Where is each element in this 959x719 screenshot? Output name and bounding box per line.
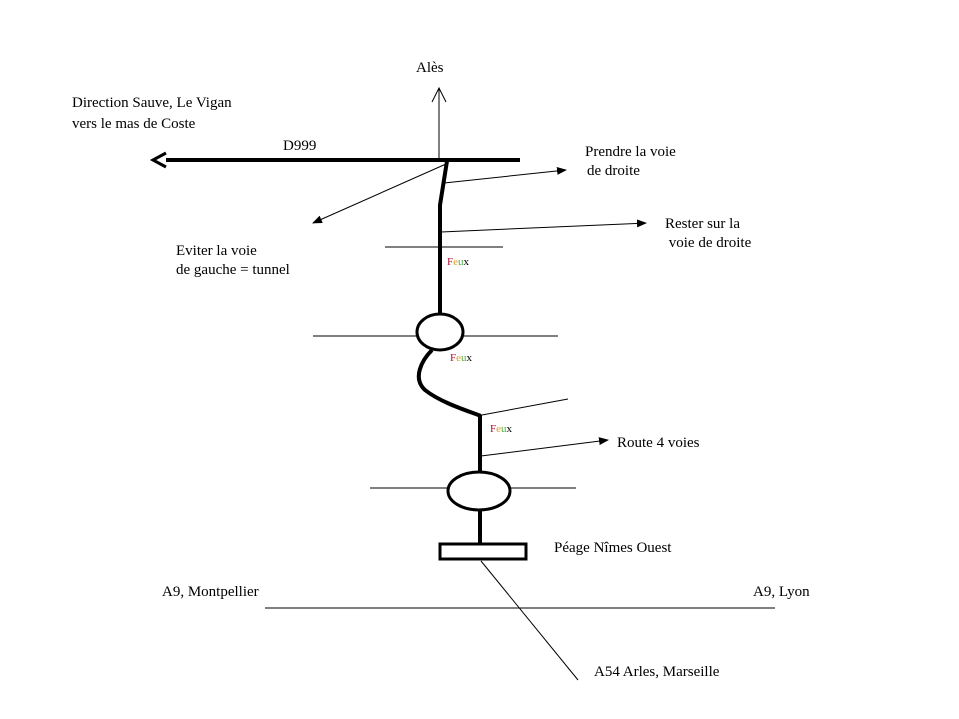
peage-box — [438, 542, 528, 561]
a54-road — [480, 560, 579, 681]
feux-label-3: Feux — [490, 423, 513, 435]
label-rester-2: voie de droite — [665, 235, 752, 251]
arrow-rester — [440, 219, 647, 233]
feux-x: x — [467, 352, 473, 364]
label-eviter-2: de gauche = tunnel — [176, 262, 290, 278]
label-prendre-1: Prendre la voie — [585, 144, 676, 160]
roundabout-2 — [446, 470, 512, 512]
feux-x: x — [464, 256, 470, 268]
feux-f: F — [450, 352, 456, 364]
main-road — [438, 160, 449, 314]
feux-u: u — [458, 256, 464, 268]
feux-e: e — [453, 256, 458, 268]
label-rester-1: Rester sur la — [665, 216, 740, 232]
feux-x: x — [507, 423, 513, 435]
label-a9-east: A9, Lyon — [753, 584, 810, 600]
d999-arrowhead — [149, 151, 167, 169]
arrow-route4 — [480, 437, 609, 457]
arrow-prendre — [443, 166, 567, 184]
label-west-1: Direction Sauve, Le Vigan — [72, 95, 232, 111]
label-d999: D999 — [283, 138, 316, 154]
north-arrowhead — [431, 86, 447, 103]
label-ales: Alès — [416, 60, 444, 76]
feux-label-1: Feux — [447, 256, 470, 268]
label-west-2: vers le mas de Coste — [72, 116, 196, 132]
label-prendre-2: de droite — [587, 163, 640, 179]
curved-road — [416, 348, 482, 418]
label-eviter-1: Eviter la voie — [176, 243, 257, 259]
feux-u: u — [501, 423, 507, 435]
label-route4: Route 4 voies — [617, 435, 700, 451]
label-a54: A54 Arles, Marseille — [594, 664, 720, 680]
label-peage: Péage Nîmes Ouest — [554, 540, 672, 556]
arrow-eviter — [312, 163, 447, 224]
roundabout-1 — [415, 312, 465, 352]
feux-f: F — [490, 423, 496, 435]
side-road — [481, 398, 569, 416]
feux-e: e — [456, 352, 461, 364]
feux-label-2: Feux — [450, 352, 473, 364]
feux-e: e — [496, 423, 501, 435]
feux-f: F — [447, 256, 453, 268]
feux-u: u — [461, 352, 467, 364]
label-a9-west: A9, Montpellier — [162, 584, 259, 600]
